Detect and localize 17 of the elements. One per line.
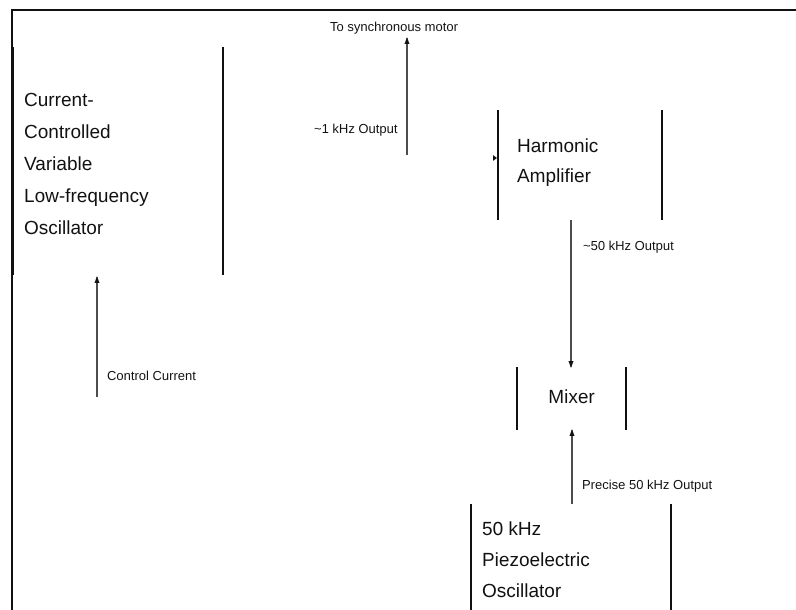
destination-label: To synchronous motor [330,18,459,36]
arrow [404,37,410,155]
edge-label: Precise 50 kHz Output [582,477,712,492]
edge-label: ~50 kHz Output [583,238,674,253]
block-label: 50 kHz Piezoelectric Oscillator [482,518,591,604]
arrow [569,429,575,504]
mixer-block [516,367,627,430]
oscillator-block [12,47,224,275]
block-label: Current-Controlled Variable Low-frequency Oscillator [24,89,150,241]
amplifier-block [497,110,663,220]
block-label: Harmonic Amplifier [517,135,600,189]
arrow [94,276,100,397]
edge-label: ~1 kHz Output [314,121,398,136]
block-label: Mixer [547,386,596,410]
oscillator-block [470,504,672,610]
arrow [568,220,574,368]
edge-label: Control Current [107,368,196,383]
